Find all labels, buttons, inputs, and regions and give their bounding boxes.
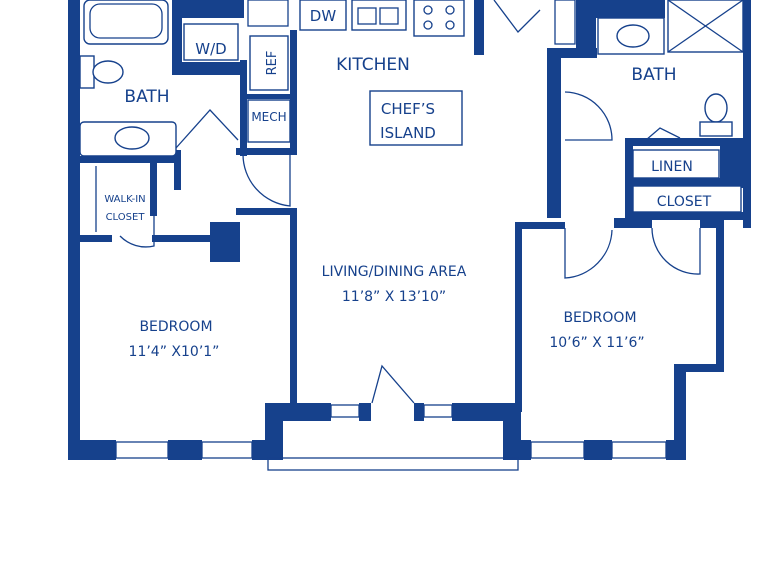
label-wd: W/D <box>195 40 226 58</box>
wall-bath-left-bottom <box>236 148 296 155</box>
wall-bedroom-right-top <box>515 222 565 229</box>
wall-bedroom-left-top <box>80 235 112 242</box>
wall-closet-divider <box>625 178 751 186</box>
wall-bedroom-left-top3 <box>236 208 297 215</box>
wall-bedroom-left-top2 <box>152 235 218 242</box>
label-bath-left: BATH <box>124 87 169 107</box>
label-walkin-1: WALK-IN <box>104 194 145 205</box>
walls <box>68 0 751 460</box>
outer-wall-right-mid <box>716 220 724 372</box>
mech-closet <box>247 99 291 143</box>
wall-wd-bottom <box>172 62 244 75</box>
sink-left <box>114 126 150 150</box>
washer-dryer <box>183 23 239 61</box>
doors <box>119 0 701 404</box>
label-walkin-2: CLOSET <box>106 212 146 223</box>
toilet-right-bowl <box>704 93 728 123</box>
outer-wall-right-step <box>674 364 724 372</box>
label-mech: MECH <box>251 110 286 124</box>
label-chefs-island-1: CHEF’S <box>381 100 435 118</box>
wall-bath-right-left <box>576 0 596 55</box>
label-bedroom-left-dims: 11’4” X10’1” <box>129 344 220 360</box>
refrigerator <box>249 35 289 91</box>
wall-bath-right-top <box>593 0 665 18</box>
wall-kitchen-top-right <box>474 0 484 55</box>
bay-wall-top-left <box>265 403 331 421</box>
kitchen-sink-bowl2 <box>379 7 399 25</box>
labels: DW W/D REF MECH KITCHEN CHEF’S ISLAND BA… <box>104 7 711 360</box>
label-bedroom-right-name: BEDROOM <box>563 310 636 326</box>
toilet-left-tank <box>79 55 95 89</box>
wall-walkin-mid <box>174 150 181 190</box>
outer-wall-bottom-right-a <box>515 440 531 460</box>
wall-closet-bottom <box>625 212 751 220</box>
wall-bath-left-right <box>240 60 247 156</box>
linen-shelf <box>632 149 720 179</box>
label-bedroom-left-name: BEDROOM <box>139 319 212 335</box>
wall-linen-top <box>625 138 751 146</box>
outer-wall-left <box>68 0 80 460</box>
bathtub-left-inner <box>89 3 163 39</box>
wall-wd-left <box>172 0 182 75</box>
range <box>413 0 465 37</box>
label-living-dims: 11’8” X 13’10” <box>342 289 446 305</box>
label-bedroom-right-dims: 10’6” X 11’6” <box>549 335 644 351</box>
fixtures <box>79 0 744 232</box>
bedroom-left-column <box>210 222 240 262</box>
outer-wall-bottom-right-b <box>584 440 612 460</box>
closet-shelf <box>632 185 742 213</box>
bay-wall-top-mid2 <box>414 403 424 421</box>
kitchen-sink <box>351 0 407 31</box>
chefs-island <box>369 90 463 146</box>
toilet-right-tank <box>699 121 733 137</box>
kitchen-sink-bowl1 <box>357 7 377 25</box>
label-ref: REF <box>265 51 280 76</box>
sink-right <box>616 24 650 48</box>
outer-wall-right-lower <box>674 364 686 460</box>
wall-walkin-right <box>150 156 157 216</box>
bathtub-left <box>83 0 169 45</box>
label-dw: DW <box>310 7 337 25</box>
wall-living-left <box>290 208 297 418</box>
wall-mech-top <box>244 94 297 99</box>
wall-bedroom-right-top2 <box>614 218 652 228</box>
bay-wall-top-right <box>452 403 518 421</box>
bay-wall-top-mid <box>359 403 371 421</box>
label-closet: CLOSET <box>657 194 712 210</box>
windows <box>115 0 667 471</box>
wall-ref-right <box>290 30 297 155</box>
wall-bedroom-right-left <box>515 222 522 412</box>
label-linen: LINEN <box>651 159 693 175</box>
toilet-left-bowl <box>92 60 124 84</box>
label-kitchen: KITCHEN <box>336 55 410 75</box>
wall-bedroom-right-top3 <box>700 218 724 228</box>
label-living-name: LIVING/DINING AREA <box>322 264 467 280</box>
dishwasher <box>299 0 347 31</box>
wall-wd-box <box>172 0 244 18</box>
label-chefs-island-2: ISLAND <box>380 124 436 142</box>
wall-bath-right-left2 <box>547 48 561 218</box>
wall-walkin-top <box>80 156 180 163</box>
wall-bath-right-bottom <box>547 48 597 58</box>
outer-wall-right-upper <box>743 0 751 228</box>
outer-wall-bottom-left-mid <box>168 440 202 460</box>
label-bath-right: BATH <box>631 65 676 85</box>
outer-wall-bottom-left <box>68 440 116 460</box>
